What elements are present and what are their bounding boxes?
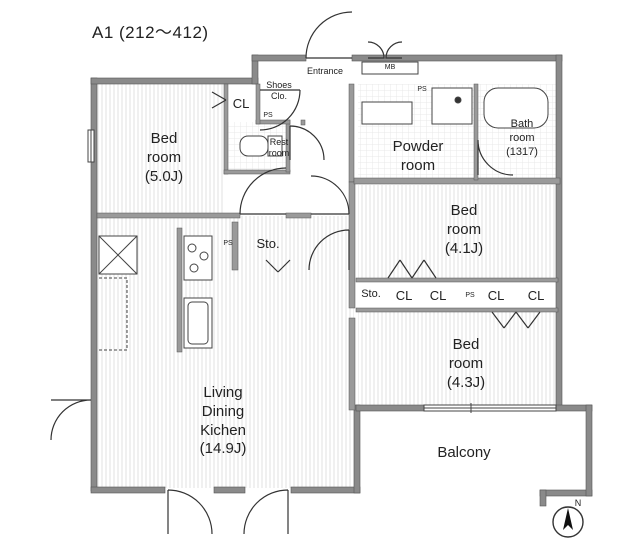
meter-box-label: MB xyxy=(384,64,396,71)
room-label-bedroom-41: Bed room (4.1J) xyxy=(432,202,496,258)
room-label-line: room xyxy=(446,220,482,238)
room-label-line: Bed xyxy=(452,336,480,353)
room-label-area: (4.3J) xyxy=(446,373,486,391)
ps-tag: PS xyxy=(223,240,233,247)
windows xyxy=(87,129,557,413)
entrance-door xyxy=(305,11,353,59)
room-label-line: Living xyxy=(203,384,243,401)
bathtub xyxy=(483,87,549,129)
ps-tag: PS xyxy=(263,112,273,119)
room-label-area: (4.1J) xyxy=(444,239,484,257)
vanity xyxy=(361,101,413,125)
restroom-door xyxy=(289,125,325,161)
room-label-line: room xyxy=(268,148,290,159)
floor-fills xyxy=(97,83,558,488)
room-label-line: Bed xyxy=(150,130,178,147)
room-label-line: Bed xyxy=(450,202,478,219)
room-label-bath: Bath room (1317) xyxy=(498,118,546,159)
closet-label-4: CL xyxy=(527,288,545,303)
balcony-double-door xyxy=(367,41,403,59)
bath-door xyxy=(477,139,514,176)
compass xyxy=(552,506,584,538)
room-label-area: (14.9J) xyxy=(199,440,247,458)
bed5-closet-doors xyxy=(211,91,227,109)
room-label-line: Kichen xyxy=(200,421,246,439)
room-label-line: Bath xyxy=(510,118,534,130)
storage-label-right: Sto. xyxy=(361,288,381,300)
room-label-line: Powder xyxy=(392,138,444,155)
storage-label-center: Sto. xyxy=(256,236,280,251)
plan-title: A1 (212～412) xyxy=(92,23,209,42)
room-label-bedroom-43: Bed room (4.3J) xyxy=(434,336,498,392)
room-label-area: (5.0J) xyxy=(144,167,184,185)
closet-label-3: CL xyxy=(487,288,505,303)
meter-box xyxy=(361,61,419,75)
exterior-walls xyxy=(90,54,593,507)
fixtures xyxy=(98,61,549,351)
interior-walls xyxy=(96,83,561,411)
room-label-ldk: Living Dining Kichen (14.9J) xyxy=(186,384,260,459)
room-label-area: (1317) xyxy=(506,145,538,158)
cooktop xyxy=(183,235,213,281)
shoes-door xyxy=(259,89,301,131)
room-label-bedroom-5: Bed room (5.0J) xyxy=(132,130,196,186)
room-label-powder: Powder room xyxy=(380,138,456,176)
closet-label-1: CL xyxy=(395,288,413,303)
room-label-line: Clo. xyxy=(270,91,287,102)
bedroom5-door xyxy=(239,167,287,215)
room-label-line: room xyxy=(448,354,484,372)
sto-doors xyxy=(265,259,291,273)
bed41-door xyxy=(308,229,350,271)
room-label-line: room xyxy=(400,156,436,174)
room-label-entrance: Entrance xyxy=(306,66,344,76)
room-label-balcony: Balcony xyxy=(437,444,491,461)
living-bottom-door1 xyxy=(167,489,213,535)
hall-door xyxy=(310,175,350,215)
room-label-rest: Rest room xyxy=(262,137,296,160)
doors xyxy=(50,11,541,535)
compass-north-label: N xyxy=(574,498,582,508)
closet-label-bed5: CL xyxy=(232,96,250,111)
room-label-line: Rest xyxy=(269,137,289,147)
closet-doors-top xyxy=(387,259,437,279)
living-left-door xyxy=(50,399,92,441)
ps-tag: PS xyxy=(417,86,427,93)
ps-tag: PS xyxy=(465,292,475,299)
room-label-line: room xyxy=(146,148,182,166)
washer-pan xyxy=(431,87,473,125)
closet-label-2: CL xyxy=(429,288,447,303)
room-label-line: room xyxy=(509,131,535,144)
closet-doors-bottom xyxy=(491,311,541,329)
living-bottom-door2 xyxy=(243,489,289,535)
room-label-shoes: Shoes Clo. xyxy=(262,80,296,103)
room-label-line: Shoes xyxy=(266,80,292,90)
room-label-line: Dining xyxy=(201,402,245,420)
